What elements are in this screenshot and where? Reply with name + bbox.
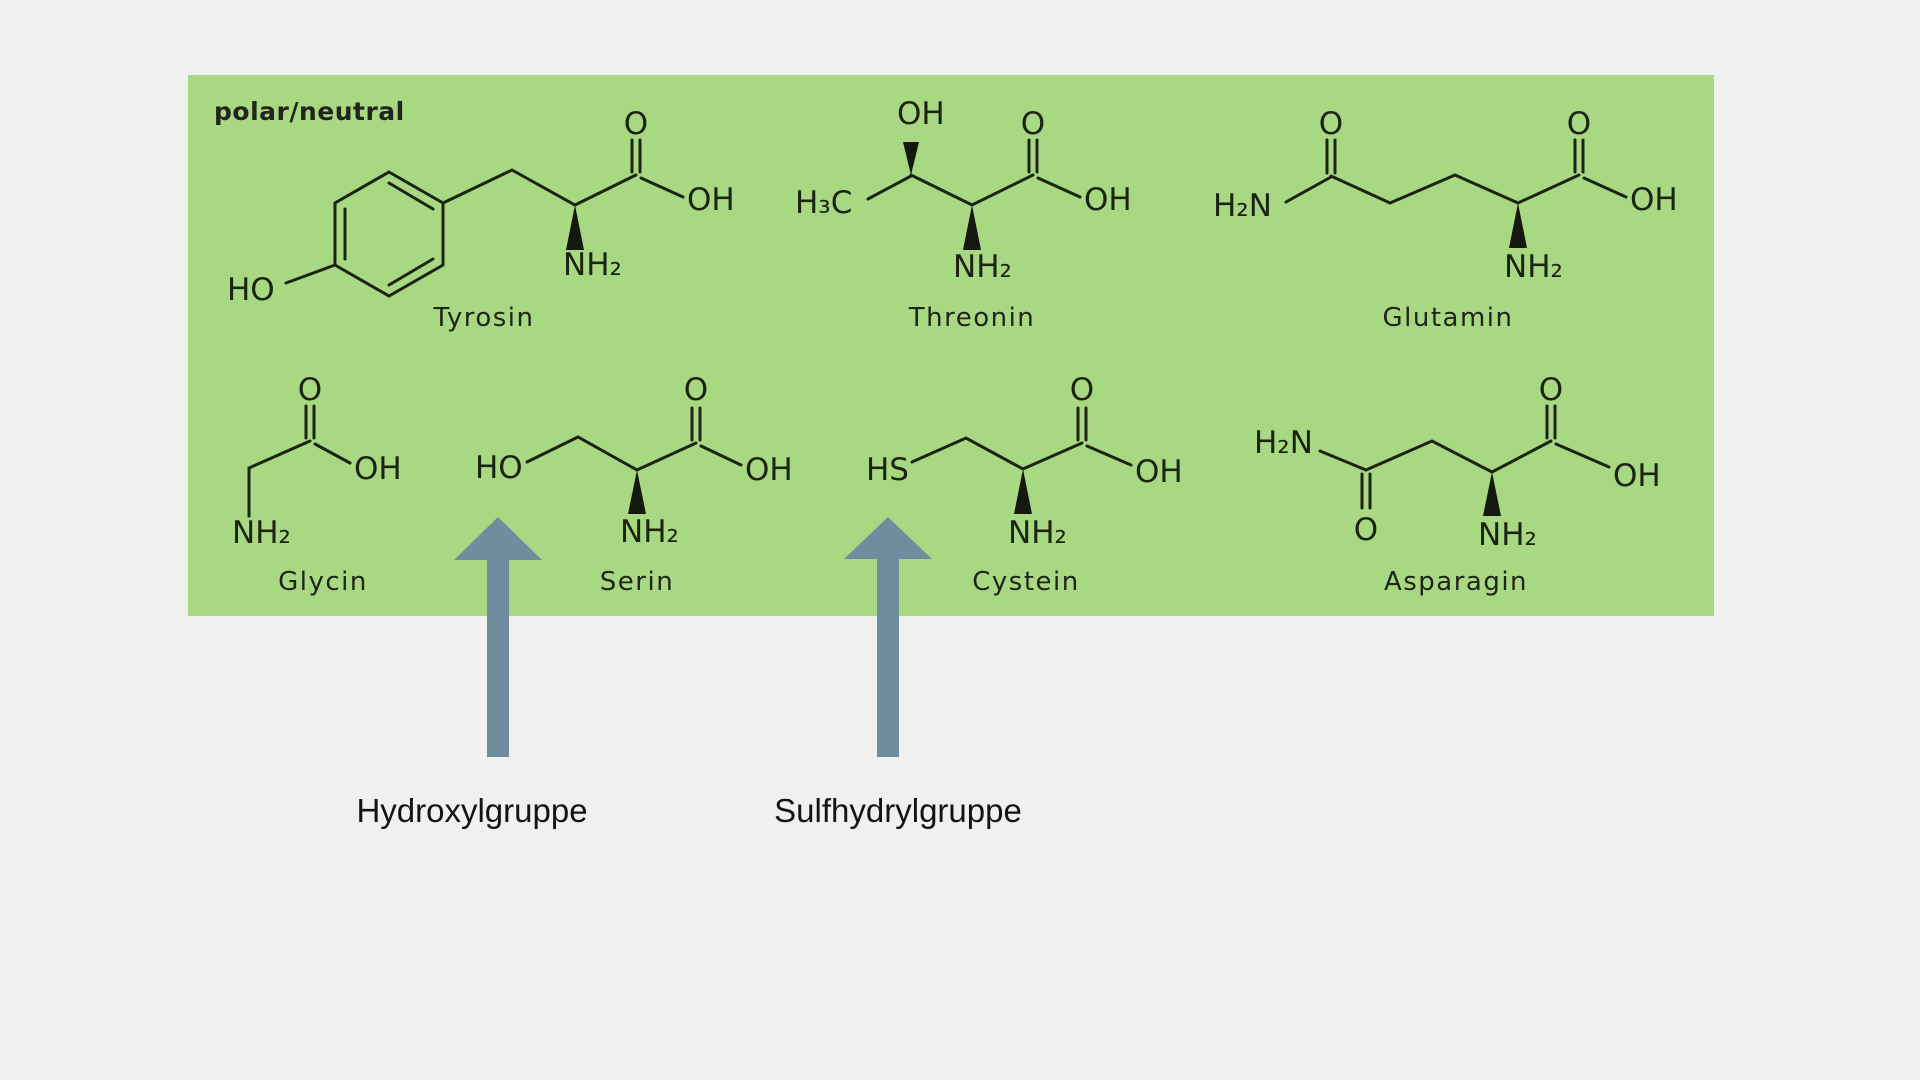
sulfhydryl-arrow-up-icon <box>844 517 932 757</box>
glutamin-name: Glutamin <box>1382 303 1513 333</box>
tyrosin-name: Tyrosin <box>433 303 535 333</box>
cystein-nh2-wedge <box>1014 469 1032 514</box>
threonin-oh-bond <box>1036 176 1082 199</box>
cystein-name: Cystein <box>972 567 1079 597</box>
sulfhydryl-group-label: Sulfhydrylgruppe <box>774 792 1022 829</box>
asparagin-name: Asparagin <box>1384 567 1528 597</box>
glycin-structure: NH₂ O OH Glycin <box>232 372 402 597</box>
cystein-oh-bond <box>1085 444 1133 467</box>
glycin-nh2-label: NH₂ <box>232 515 291 551</box>
serin-oh-bond <box>699 444 743 467</box>
hydroxyl-group-label: Hydroxylgruppe <box>356 792 587 829</box>
serin-o-label: O <box>684 372 708 408</box>
tyrosin-benzene-ring <box>333 170 445 298</box>
asparagin-structure: H₂N O O OH NH₂ Asparagin <box>1254 372 1661 597</box>
serin-structure: HO O OH NH₂ Serin <box>475 372 793 597</box>
polar-neutral-panel <box>188 75 1714 616</box>
glycin-o-label: O <box>298 372 322 408</box>
cystein-structure: HS O OH NH₂ Cystein <box>866 372 1183 597</box>
asparagin-amide-n-bond <box>1318 449 1368 472</box>
asparagin-oh-label: OH <box>1613 458 1661 494</box>
glutamin-nh2-wedge <box>1509 203 1527 248</box>
glutamin-h2n-label: H₂N <box>1213 188 1272 224</box>
threonin-chain-bonds <box>909 173 1035 207</box>
tyrosin-chain-bonds <box>441 168 638 207</box>
tyrosin-nh2-wedge <box>566 205 584 250</box>
asparagin-amide-o-label: O <box>1354 512 1378 548</box>
serin-oh-label: OH <box>745 452 793 488</box>
serin-nh2-label: NH₂ <box>620 514 679 550</box>
threonin-ch3-bond <box>866 174 913 201</box>
glutamin-amide-o-label: O <box>1319 106 1343 142</box>
threonin-h3c-label: H₃C <box>795 185 852 221</box>
glutamin-structure: H₂N O O OH NH₂ Glutamin <box>1213 106 1678 333</box>
tyrosin-ring-doublebond <box>387 257 435 287</box>
glycin-chain-bonds <box>247 439 312 518</box>
glutamin-oh-label: OH <box>1630 182 1678 218</box>
threonin-nh2-label: NH₂ <box>953 249 1012 285</box>
cystein-oh-label: OH <box>1135 454 1183 490</box>
tyrosin-ho-bond <box>284 263 337 285</box>
threonin-name: Threonin <box>908 303 1036 333</box>
threonin-oh-label: OH <box>1084 182 1132 218</box>
annotation-layer: Hydroxylgruppe Sulfhydrylgruppe <box>356 517 1022 829</box>
glycin-oh-label: OH <box>354 451 402 487</box>
category-label: polar/neutral <box>214 97 405 126</box>
glycin-oh-bond <box>313 442 352 465</box>
tyrosin-ho-label: HO <box>227 272 275 308</box>
asparagin-o-label: O <box>1539 372 1563 408</box>
serin-nh2-wedge <box>628 470 646 514</box>
glutamin-oh-bond <box>1582 176 1628 199</box>
glycin-name: Glycin <box>278 567 368 597</box>
serin-ho-label: HO <box>475 450 523 486</box>
glutamin-o-label: O <box>1567 106 1591 142</box>
tyrosin-oh-bond <box>639 176 685 199</box>
asparagin-h2n-label: H₂N <box>1254 425 1313 461</box>
tyrosin-oh-label: OH <box>687 182 735 218</box>
threonin-oh-wedge <box>903 142 919 175</box>
asparagin-nh2-label: NH₂ <box>1478 517 1537 553</box>
asparagin-oh-bond <box>1554 442 1611 469</box>
threonin-structure: H₃C OH O OH NH₂ Threonin <box>795 96 1132 333</box>
tyrosin-ring-doublebond <box>387 181 435 211</box>
asparagin-nh2-wedge <box>1483 472 1501 516</box>
serin-chain-bonds <box>525 435 698 472</box>
threonin-sidechain-oh-label: OH <box>897 96 945 132</box>
cystein-chain-bonds <box>910 436 1084 471</box>
tyrosin-structure: HO O OH NH₂ Tyrosin <box>227 106 735 333</box>
cystein-hs-label: HS <box>866 452 909 488</box>
threonin-o-label: O <box>1021 106 1045 142</box>
serin-name: Serin <box>600 567 674 597</box>
asparagin-chain-bonds <box>1364 439 1553 474</box>
hydroxyl-arrow-up-icon <box>454 517 542 757</box>
glutamin-nh2-label: NH₂ <box>1504 249 1563 285</box>
glutamin-chain-bonds <box>1329 173 1581 205</box>
tyrosin-nh2-label: NH₂ <box>563 247 622 283</box>
tyrosin-o-label: O <box>624 106 648 142</box>
glutamin-amide-n-bond <box>1284 175 1333 204</box>
cystein-nh2-label: NH₂ <box>1008 515 1067 551</box>
cystein-o-label: O <box>1070 372 1094 408</box>
threonin-nh2-wedge <box>963 205 981 250</box>
